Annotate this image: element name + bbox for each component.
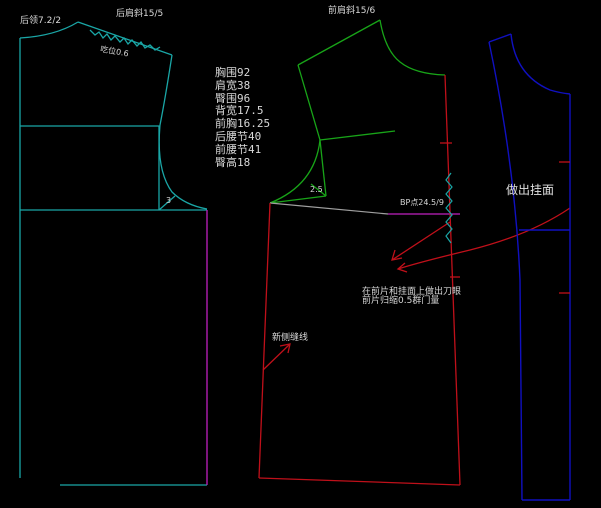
measurement-shoulder-width: 肩宽38	[215, 78, 251, 92]
front-shoulder-line[interactable]	[297, 19, 381, 66]
front-bust-line-gray[interactable]	[269, 202, 389, 215]
front-armhole-vertical[interactable]	[319, 139, 327, 197]
front-armhole[interactable]	[269, 139, 321, 204]
facing-note: 做出挂面	[506, 183, 555, 197]
back-neckline[interactable]	[19, 21, 79, 39]
back-shoulder-ease-zigzag[interactable]	[89, 29, 161, 51]
back-neck-label: 后领7.2/2	[20, 16, 62, 26]
back-shoulder-label: 后肩斜15/5	[116, 9, 164, 19]
measurement-back-waist-length: 后腰节40	[215, 129, 262, 143]
notch-note-line1: 在前片和挂面上做出刀眼	[362, 287, 462, 297]
notch-note-line2: 前片归缩0.5群门量	[362, 296, 440, 306]
bp-point-label: BP点24.5/9	[400, 198, 444, 207]
bp-arrowhead-icon	[391, 249, 403, 261]
side-seam-arrow-shaft[interactable]	[262, 343, 291, 371]
facing-shoulder[interactable]	[488, 33, 512, 43]
side-seam-note: 新侧缝线	[272, 333, 309, 343]
facing-arrow-curve[interactable]	[397, 207, 571, 270]
front-hem-line[interactable]	[258, 477, 461, 486]
measurement-back-width: 背宽17.5	[215, 104, 264, 118]
facing-piece[interactable]	[488, 33, 571, 501]
back-piece[interactable]	[19, 21, 208, 486]
measurement-front-chest: 前胸16.25	[215, 117, 271, 131]
facing-notches[interactable]	[559, 161, 570, 294]
front-center-upper[interactable]	[297, 64, 321, 141]
measurement-hip-height: 臀高18	[215, 155, 251, 169]
measurement-bust: 胸围92	[215, 66, 251, 79]
front-chest-line[interactable]	[319, 130, 396, 141]
facing-arrowhead-icon	[396, 262, 408, 273]
front-armhole-diagonal[interactable]	[310, 183, 327, 197]
back-armhole-diagonal[interactable]	[158, 195, 176, 211]
back-armhole-measure: 3	[166, 196, 172, 205]
front-armhole-measure: 2.5	[310, 185, 323, 194]
side-seam-arrowhead-icon	[279, 343, 291, 354]
front-side-seam[interactable]	[258, 202, 271, 479]
front-dart-zigzag[interactable]	[445, 172, 453, 244]
bp-arrow-shaft[interactable]	[391, 221, 451, 261]
front-body[interactable]	[258, 74, 571, 486]
measurement-hip: 臀围96	[215, 91, 251, 105]
measurement-front-waist-length: 前腰节41	[215, 142, 262, 156]
facing-inner-edge[interactable]	[488, 41, 523, 501]
back-armhole[interactable]	[158, 54, 208, 210]
measurement-list: 胸围92 肩宽38 臀围96 背宽17.5 前胸16.25 后腰节40 前腰节4…	[215, 66, 271, 169]
front-shoulder-label: 前肩斜15/6	[328, 6, 376, 16]
front-armhole-base[interactable]	[269, 195, 327, 204]
front-center-front-line[interactable]	[444, 74, 461, 486]
facing-neckline[interactable]	[510, 33, 571, 95]
front-neckline[interactable]	[379, 19, 446, 76]
front-upper[interactable]	[269, 19, 446, 204]
